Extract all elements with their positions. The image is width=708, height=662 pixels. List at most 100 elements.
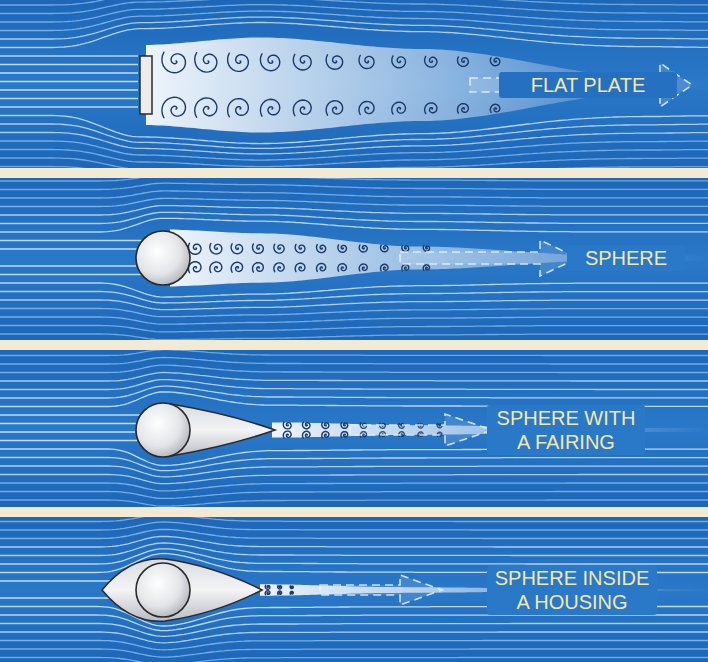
streamline xyxy=(0,358,708,365)
streamline xyxy=(0,423,136,424)
sphere-body xyxy=(136,563,190,617)
streamline xyxy=(0,440,137,441)
streamline xyxy=(0,240,141,241)
vortex-swirl xyxy=(322,432,329,438)
vortex-swirl xyxy=(228,53,249,71)
flow-panel xyxy=(0,350,708,507)
streamline xyxy=(0,55,138,56)
streamline xyxy=(0,72,138,73)
vortex-swirl xyxy=(402,245,409,251)
streamline xyxy=(0,178,708,181)
streamline xyxy=(0,373,708,382)
flow-panel xyxy=(0,517,708,662)
streamline xyxy=(0,81,138,82)
vortex-swirl xyxy=(228,99,249,117)
vortex-swirl xyxy=(458,57,469,67)
vortex-swirl xyxy=(162,97,186,118)
vortex-swirl xyxy=(490,58,500,66)
vortex-swirl xyxy=(295,263,305,272)
flat-plate xyxy=(140,56,152,114)
streamline xyxy=(0,158,708,168)
vortex-swirl xyxy=(392,102,406,114)
vortex-swirl xyxy=(326,101,343,116)
streamline xyxy=(0,5,708,22)
streamline xyxy=(0,292,708,304)
vortex-swirl xyxy=(265,585,270,589)
vortex-swirl xyxy=(195,53,217,72)
streamline xyxy=(0,191,708,198)
streamline xyxy=(0,386,708,398)
housing-shape xyxy=(102,559,262,621)
vortex-swirl xyxy=(425,56,437,67)
streamline xyxy=(0,458,708,471)
sphere-body xyxy=(136,403,190,457)
vortex-swirl xyxy=(359,245,367,252)
streamline xyxy=(0,658,708,662)
streamline xyxy=(0,218,708,232)
shape-label: FLAT PLATE xyxy=(499,72,677,98)
vortex-swirl xyxy=(260,99,279,116)
vortex-swirl xyxy=(317,263,326,271)
flow-arrow xyxy=(320,575,442,605)
vortex-swirl xyxy=(423,246,429,252)
vortex-swirl xyxy=(290,586,293,589)
streamline xyxy=(0,317,708,324)
streamline xyxy=(0,248,137,249)
vortex-swirl xyxy=(283,431,291,438)
vortex-swirl xyxy=(290,591,293,594)
streamline xyxy=(0,0,708,13)
vortex-swirl xyxy=(381,245,389,252)
streamline xyxy=(0,274,141,275)
streamline xyxy=(0,615,708,631)
vortex-swirl xyxy=(359,55,374,68)
sphere-body xyxy=(136,231,190,285)
streamline xyxy=(0,597,112,598)
vortex-swirl xyxy=(162,52,186,73)
streamline xyxy=(0,529,708,538)
streamline xyxy=(0,124,708,148)
streamline xyxy=(0,89,138,90)
streamline xyxy=(0,350,708,356)
vortex-swirl xyxy=(341,432,348,438)
streamline xyxy=(0,11,708,31)
vortex-swirl xyxy=(260,54,279,71)
streamline xyxy=(0,116,708,144)
streamline xyxy=(0,549,708,564)
flow-arrow xyxy=(400,240,578,276)
streamline xyxy=(0,198,708,206)
streamline xyxy=(0,64,138,65)
streamline xyxy=(0,334,708,340)
streamline xyxy=(0,624,708,637)
streamline xyxy=(0,414,140,415)
shape-label: SPHERE WITH A FAIRING xyxy=(487,405,645,455)
vortex-swirl xyxy=(490,104,500,112)
streamline xyxy=(0,580,113,581)
vortex-swirl xyxy=(253,263,264,273)
streamline xyxy=(0,167,708,169)
panel-ground xyxy=(0,178,708,340)
streamline xyxy=(0,649,708,657)
streamline xyxy=(0,283,708,297)
flow-panel xyxy=(0,0,708,168)
vortex-swirl xyxy=(195,98,217,117)
streamline xyxy=(0,517,708,522)
streamline xyxy=(0,475,708,484)
vortex-swirl xyxy=(210,262,222,273)
vortex-swirl xyxy=(295,244,305,253)
vortex-swirl xyxy=(392,56,406,68)
streamline xyxy=(0,543,708,556)
streamline xyxy=(0,212,708,223)
vortex-swirl xyxy=(189,262,202,273)
streamline xyxy=(0,265,136,266)
streamline xyxy=(0,183,708,189)
vortex-swirl xyxy=(274,244,284,253)
vortex-swirl xyxy=(293,100,311,116)
flow-arrow xyxy=(350,414,492,446)
vortex-swirl xyxy=(231,262,243,272)
streamline xyxy=(0,492,708,499)
flow-arrow xyxy=(470,63,692,107)
streamline xyxy=(0,98,138,99)
vortex-swirl xyxy=(322,422,329,428)
streamline xyxy=(0,431,135,432)
